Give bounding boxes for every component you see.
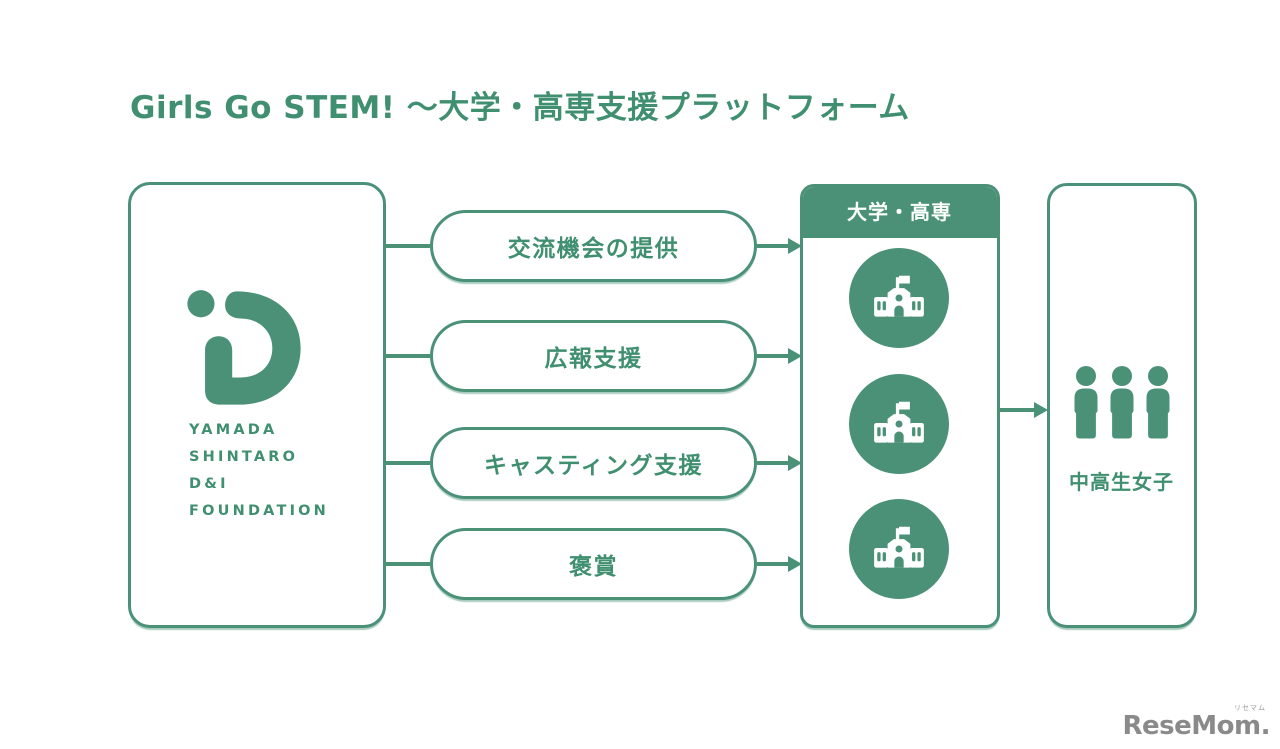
foundation-name-line: SHINTARO [189,449,299,465]
arrowhead-icon [788,455,802,471]
target-audience-label: 中高生女子 [1069,470,1174,494]
support-pill-exchange: 交流機会の提供 [430,210,757,282]
flow-line [384,562,430,566]
school-building-icon [874,526,924,568]
flow-line [757,354,790,358]
school-building-icon [874,401,924,443]
page-title: Girls Go STEM! ～大学・高専支援プラットフォーム [130,90,910,126]
flow-line [757,244,790,248]
foundation-name-line: FOUNDATION [189,503,330,519]
resemom-logo: リセマム ReseMom. [1123,703,1271,745]
support-pill-label: 交流機会の提供 [507,236,680,262]
school-building-icon [874,275,924,317]
support-pill-label: 褒賞 [569,554,618,580]
support-pill-award: 褒賞 [430,528,757,600]
target-audience-box: 中高生女子 [1047,183,1197,628]
school-icon [849,499,949,599]
arrowhead-icon [788,238,802,254]
foundation-name-line: YAMADA [189,422,278,438]
arrowhead-icon [1034,402,1048,418]
foundation-logo [187,290,301,405]
flow-line [1000,408,1036,412]
flow-line [384,354,430,358]
support-pill-label: キャスティング支援 [483,453,704,479]
arrowhead-icon [788,348,802,364]
support-pill-label: 広報支援 [544,346,643,372]
flow-line [384,461,430,465]
person-icon [1074,366,1097,439]
arrowhead-icon [788,556,802,572]
foundation-name-line: D&I [189,476,229,492]
foundation-box: YAMADA SHINTARO D&I FOUNDATION [128,182,386,628]
resemom-logo-wordmark: ReseMom. [1122,711,1271,741]
foundation-name: YAMADA SHINTARO D&I FOUNDATION [189,417,329,525]
school-icon [849,374,949,474]
university-box-header: 大学・高専 [803,187,997,238]
support-pill-pr: 広報支援 [430,320,757,392]
flow-line [384,244,430,248]
school-icon [849,248,949,348]
resemom-logo-ruby: リセマム [1234,704,1266,712]
person-icon [1110,366,1133,439]
person-icon [1146,366,1169,439]
people-icon [1050,366,1193,442]
flow-line [757,461,790,465]
flow-line [757,562,790,566]
university-box: 大学・高専 [800,184,1000,628]
support-pill-casting: キャスティング支援 [430,427,757,499]
